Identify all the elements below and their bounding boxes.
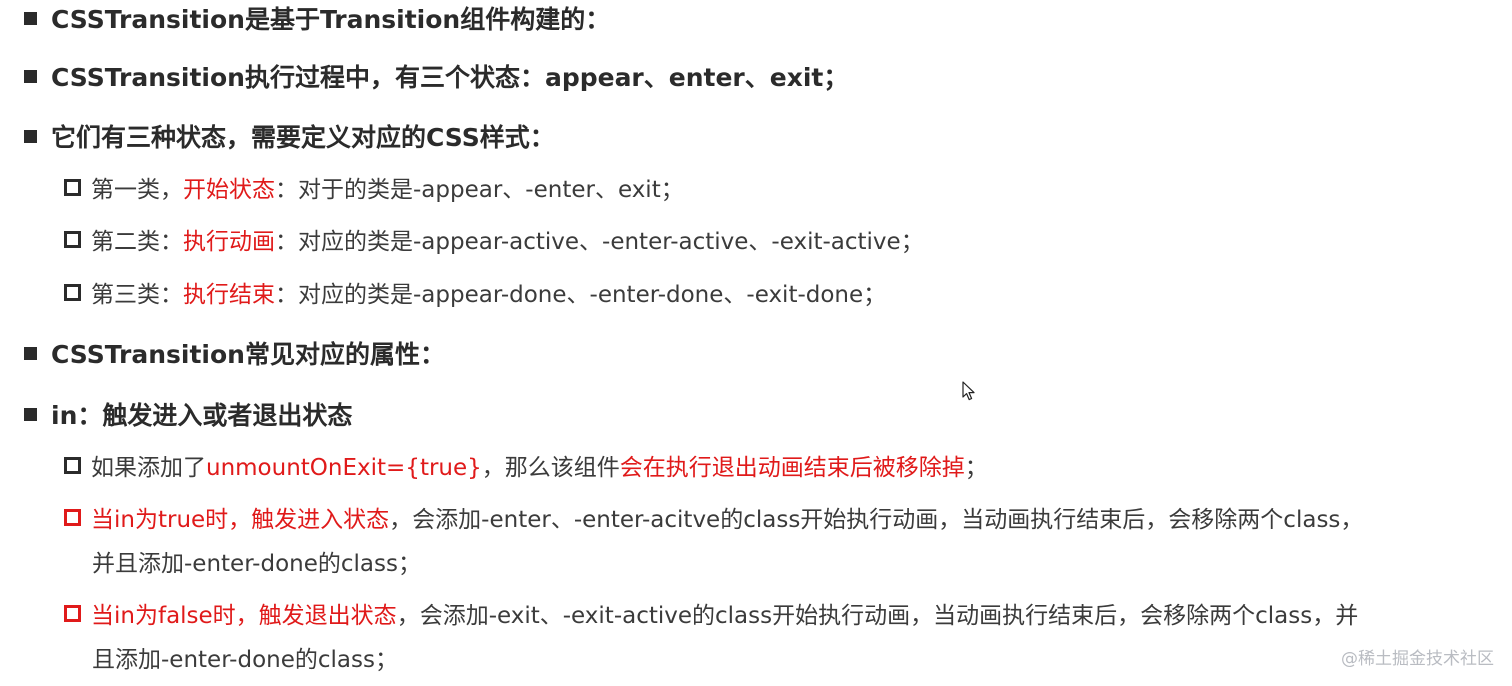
bullet-text: 它们有三种状态，需要定义对应的CSS样式： [51, 123, 555, 152]
sub-bullet-prefix: 第二类： [91, 229, 183, 255]
sub-bullet-suffix: ：对应的类是-appear-active、-enter-active、-exit… [275, 229, 924, 255]
sub-bullet-continuation: 且添加-enter-done的class； [92, 647, 398, 673]
sub-bullet-prefix: 第三类： [91, 282, 183, 308]
mouse-cursor-icon [962, 381, 975, 401]
sub-bullet-middle: ，那么该组件 [481, 455, 620, 481]
bullet-item: in：触发进入或者退出状态 [24, 396, 352, 436]
filled-square-bullet-icon [24, 11, 37, 25]
sub-bullet-item: 如果添加了unmountOnExit={true}，那么该组件会在执行退出动画结… [64, 449, 988, 487]
sub-bullet-highlight: 执行结束 [183, 282, 275, 308]
sub-bullet-highlight: 当in为false时，触发退出状态 [91, 603, 397, 629]
sub-bullet-suffix: ，会添加-enter、-enter-acitve的class开始执行动画，当动画… [389, 507, 1364, 533]
sub-bullet-suffix: ：对于的类是-appear、-enter、exit； [275, 177, 684, 203]
sub-bullet-prefix: 第一类， [91, 177, 183, 203]
bullet-text: CSSTransition执行过程中，有三个状态：appear、enter、ex… [51, 63, 849, 92]
sub-bullet-item: 第一类，开始状态：对于的类是-appear、-enter、exit； [64, 171, 684, 209]
sub-bullet-item: 第二类：执行动画：对应的类是-appear-active、-enter-acti… [64, 223, 924, 261]
filled-square-bullet-icon [24, 69, 37, 83]
bullet-item: CSSTransition执行过程中，有三个状态：appear、enter、ex… [24, 58, 848, 98]
bullet-text: CSSTransition常见对应的属性： [51, 340, 445, 369]
watermark: @稀土掘金技术社区 [1341, 649, 1494, 669]
hollow-square-bullet-icon [64, 509, 81, 526]
bullet-text: CSSTransition是基于Transition组件构建的： [51, 5, 611, 34]
sub-bullet-item: 当in为true时，触发进入状态，会添加-enter、-enter-acitve… [64, 501, 1363, 539]
sub-bullet-highlight-2: 会在执行退出动画结束后被移除掉 [619, 455, 965, 481]
hollow-square-bullet-icon [64, 457, 81, 474]
filled-square-bullet-icon [24, 129, 37, 143]
bullet-item: CSSTransition常见对应的属性： [24, 335, 445, 375]
filled-square-bullet-icon [24, 346, 37, 360]
bullet-item: 它们有三种状态，需要定义对应的CSS样式： [24, 118, 555, 158]
sub-bullet-highlight: 当in为true时，触发进入状态 [91, 507, 390, 533]
sub-bullet-suffix: ，会添加-exit、-exit-active的class开始执行动画，当动画执行… [396, 603, 1359, 629]
sub-bullet-item: 当in为false时，触发退出状态，会添加-exit、-exit-active的… [64, 597, 1358, 635]
sub-bullet-suffix: ：对应的类是-appear-done、-enter-done、-exit-don… [275, 282, 887, 308]
filled-square-bullet-icon [24, 407, 37, 421]
hollow-square-bullet-icon [64, 231, 81, 248]
hollow-square-bullet-icon [64, 605, 81, 622]
hollow-square-bullet-icon [64, 179, 81, 196]
bullet-item: CSSTransition是基于Transition组件构建的： [24, 0, 610, 40]
sub-bullet-continuation: 并且添加-enter-done的class； [92, 551, 421, 577]
sub-bullet-item: 第三类：执行结束：对应的类是-appear-done、-enter-done、-… [64, 276, 886, 314]
sub-bullet-prefix: 如果添加了 [91, 455, 206, 481]
bullet-text: in：触发进入或者退出状态 [51, 401, 353, 430]
sub-bullet-suffix: ； [964, 455, 988, 481]
sub-bullet-highlight: 开始状态 [183, 177, 275, 203]
sub-bullet-highlight: unmountOnExit={true} [206, 455, 482, 481]
sub-bullet-highlight: 执行动画 [183, 229, 275, 255]
hollow-square-bullet-icon [64, 284, 81, 301]
